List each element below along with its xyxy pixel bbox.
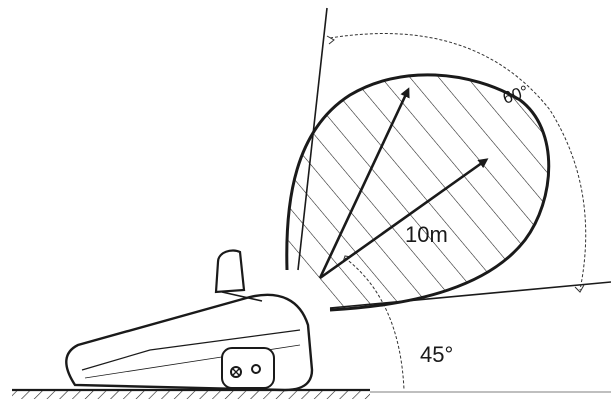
mount-screw: [251, 364, 261, 374]
upper-arrow: [318, 87, 410, 279]
sensor-device: [65, 249, 314, 392]
ground: [12, 388, 370, 399]
range-label: 10m: [405, 222, 448, 247]
device-antenna: [214, 249, 246, 294]
detection-zone: [285, 73, 551, 312]
angle-label-bottom: 45°: [420, 342, 453, 367]
range-arrow: [319, 158, 489, 280]
device-body: [65, 293, 314, 392]
sixty-degree-arc: [329, 33, 587, 291]
device-mount-plate: [221, 347, 275, 389]
